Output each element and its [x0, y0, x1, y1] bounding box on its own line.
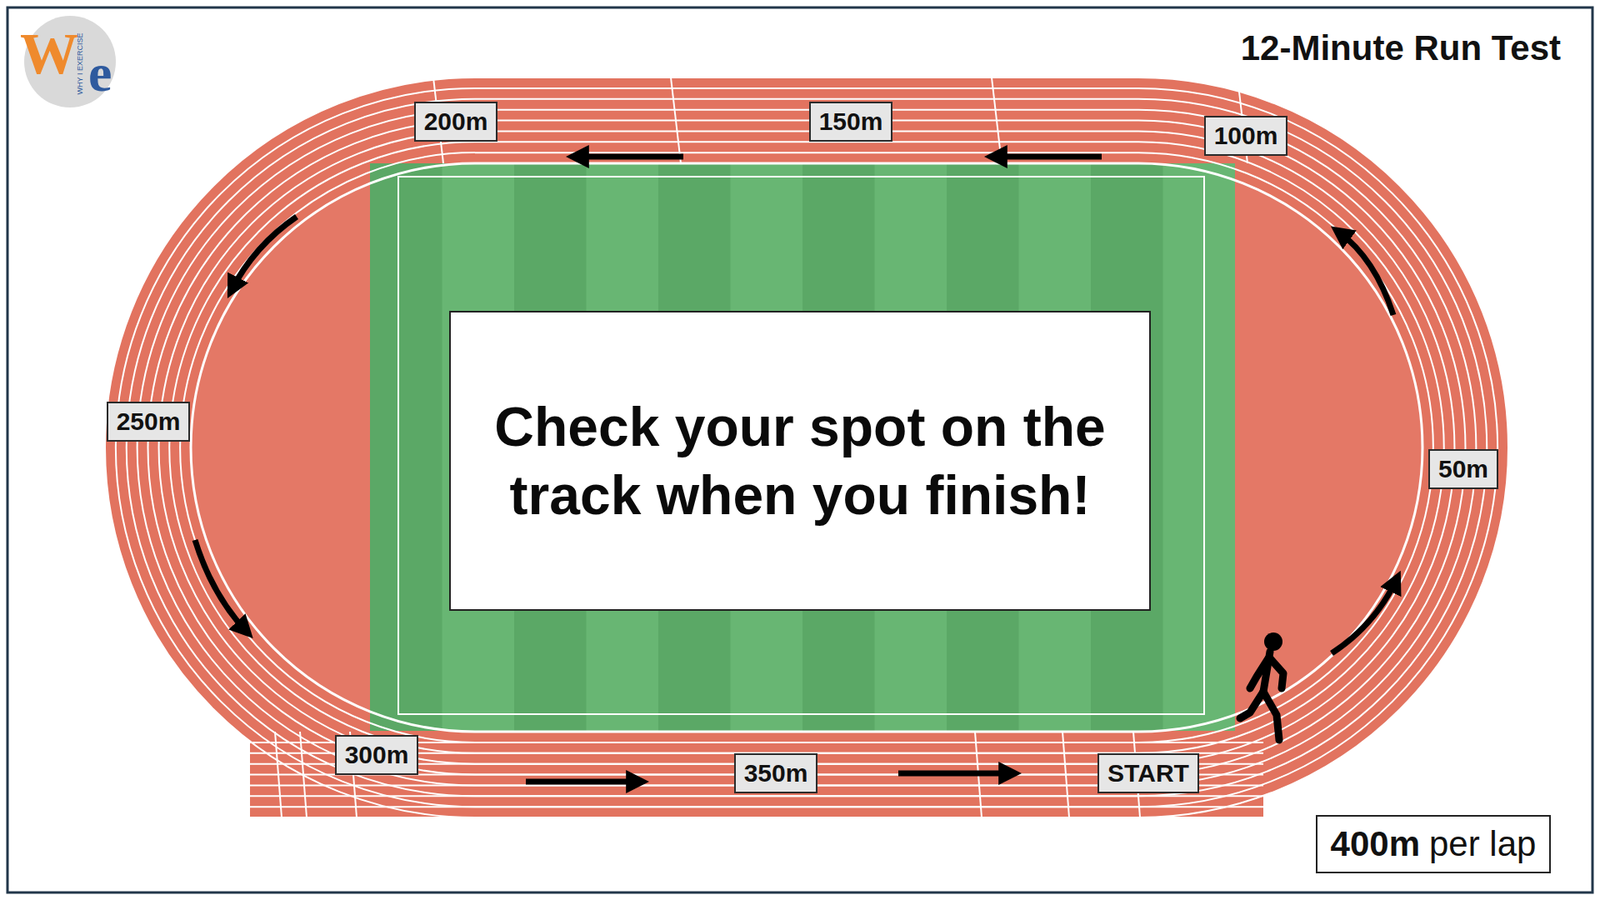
runner-limb: [1263, 691, 1280, 740]
node-text: 250m: [116, 407, 181, 435]
distance-marker: 350m: [734, 753, 819, 794]
logo-tagline: WHY I EXERCISE: [76, 32, 85, 95]
track-marking: [991, 77, 1002, 164]
distance-marker: 100m: [1204, 115, 1289, 156]
node-text: 50m: [1438, 455, 1489, 483]
node-text: 300m: [345, 740, 410, 769]
direction-arrow: [993, 154, 1102, 160]
node-text: 200m: [424, 107, 489, 135]
distance-marker: 250m: [106, 401, 191, 442]
distance-marker: 300m: [335, 735, 420, 775]
node-text: 150m: [819, 107, 884, 135]
node-text: Check your spot on the track when you fi…: [494, 395, 1105, 527]
direction-arrow: [195, 540, 247, 632]
lane-line-extension: [250, 795, 1264, 797]
direction-arrow: [1338, 231, 1394, 315]
node-text: per lap: [1429, 824, 1536, 864]
lane-line: [180, 152, 1434, 743]
infield-d-area: [190, 163, 1423, 732]
node-text: START: [1107, 759, 1190, 787]
lane-line: [105, 77, 1509, 818]
lane-line: [159, 130, 1455, 764]
distance-marker: 50m: [1428, 449, 1499, 490]
direction-arrow: [1331, 579, 1397, 654]
track-marking: [670, 77, 681, 164]
field-line: [398, 176, 1205, 715]
node-text: 400m: [1330, 824, 1420, 864]
grass-stripe: [370, 163, 443, 731]
lane-line: [126, 99, 1488, 797]
start-marker: START: [1097, 753, 1200, 794]
diagram-title: 12-Minute Run Test: [1240, 28, 1561, 69]
node-text: 100m: [1214, 121, 1279, 150]
direction-arrow: [898, 770, 1013, 777]
runner-limb: [1250, 658, 1269, 689]
track-straight-extension: [250, 731, 1264, 818]
track-surface: [105, 77, 1509, 818]
track-marking: [300, 731, 307, 818]
lane-line: [169, 141, 1445, 754]
lane-line: [190, 163, 1423, 732]
direction-arrow: [231, 216, 297, 290]
logo-letter: W: [20, 25, 79, 84]
instruction-box: Check your spot on the track when you fi…: [449, 310, 1151, 611]
direction-arrow: [525, 779, 640, 785]
runner-silhouette: [1240, 632, 1284, 740]
lane-line-extension: [250, 816, 1264, 819]
distance-marker: 200m: [414, 101, 499, 142]
logo-letter: e: [88, 46, 112, 100]
grass-field: [370, 163, 1235, 731]
track-marking: [1062, 731, 1070, 818]
direction-arrow: [575, 154, 684, 160]
lane-line: [147, 120, 1465, 775]
runner-limb: [1270, 658, 1284, 689]
text-wrap: Check your spot on the track when you fi…: [475, 392, 1125, 530]
runner-head: [1264, 632, 1283, 651]
frame-border: [7, 7, 1593, 893]
runner-limb: [1240, 691, 1264, 719]
node-text: 350m: [744, 759, 809, 787]
distance-marker: 150m: [809, 101, 894, 142]
lap-length-box: 400mper lap: [1315, 815, 1552, 874]
lane-line: [137, 110, 1477, 786]
lane-line: [115, 88, 1498, 807]
lane-line-extension: [250, 805, 1264, 808]
track-marking: [275, 731, 282, 818]
